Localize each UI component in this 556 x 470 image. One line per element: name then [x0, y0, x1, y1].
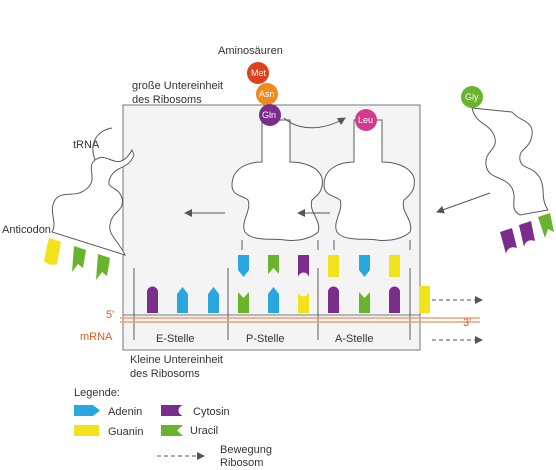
cytosine-base: [519, 221, 535, 247]
trna-incoming-arrow: [436, 192, 491, 214]
p-site-label: P-Stelle: [246, 333, 285, 345]
small-subunit-box: [122, 314, 421, 351]
asn-amino-acid: [256, 83, 278, 105]
asn-label: Asn: [259, 89, 275, 99]
a-site-label: A-Stelle: [335, 333, 374, 345]
guanine-base: [389, 255, 400, 277]
anticodon-incoming: [500, 213, 554, 254]
adenine-base: [208, 287, 219, 313]
leu-label: Leu: [358, 115, 373, 125]
small-subunit-label: des Ribosoms: [130, 368, 200, 380]
uracil-base: [96, 254, 110, 280]
cytosine-legend-icon: [161, 405, 183, 416]
uracil-legend-icon: [161, 425, 183, 436]
leu-amino-acid: [355, 109, 377, 131]
gly-amino-acid: [461, 86, 483, 108]
anticodon-a-site: [328, 255, 400, 277]
guanine-base: [328, 255, 339, 277]
uracil-legend-label: Uracil: [190, 425, 218, 437]
trna-label: tRNA: [73, 139, 100, 151]
uracil-base: [72, 246, 86, 272]
trna-exiting-arm: [92, 127, 113, 161]
adenine-base: [238, 255, 249, 277]
movement-legend-label: Bewegung: [220, 444, 272, 456]
adenine-legend-icon: [74, 405, 100, 416]
three-prime-label: 3': [463, 317, 471, 329]
met-amino-acid: [247, 62, 269, 84]
guanine-base: [298, 292, 309, 313]
legend-title: Legende:: [74, 387, 120, 399]
uracil-base: [238, 292, 249, 313]
cytosine-base: [147, 286, 158, 313]
trna-exiting: [51, 148, 135, 256]
e-site-label: E-Stelle: [156, 333, 195, 345]
anticodon-label: Anticodon: [2, 224, 51, 236]
guanine-base: [419, 286, 430, 313]
gln-label: Gln: [262, 110, 276, 120]
cytosine-base: [389, 286, 400, 313]
cytosine-base: [328, 286, 339, 313]
guanine-legend-icon: [74, 425, 99, 436]
gln-amino-acid: [259, 104, 281, 126]
met-label: Met: [251, 68, 267, 78]
guanine-base: [44, 238, 61, 265]
trna-p-site-stem: [241, 240, 319, 250]
uracil-base: [538, 213, 554, 238]
five-prime-label: 5': [106, 309, 114, 321]
trna-a-site: [323, 119, 415, 241]
amino-acids-label: Aminosäuren: [218, 45, 283, 57]
large-subunit-label: große Untereinheit: [132, 80, 223, 92]
movement-legend-label: Ribosom: [220, 457, 263, 469]
peptide-transfer-arrow: [283, 117, 346, 129]
mrna-codons: [147, 286, 430, 313]
cytosine-base: [298, 255, 309, 277]
uracil-base: [359, 292, 370, 313]
adenine-legend-label: Adenin: [108, 406, 142, 418]
adenine-base: [177, 287, 188, 313]
mrna-label: mRNA: [80, 331, 113, 343]
gly-label: Gly: [465, 92, 479, 102]
anticodon-exiting: [44, 238, 110, 280]
small-subunit-label: Kleine Untereinheit: [130, 354, 223, 366]
cytosine-legend-label: Cytosin: [193, 406, 230, 418]
adenine-base: [268, 287, 279, 313]
legend: Legende: Adenin Cytosin Guanin Uracil Be…: [74, 387, 272, 469]
anticodon-p-site: [238, 255, 309, 277]
uracil-base: [268, 255, 279, 274]
large-subunit-label: des Ribosoms: [132, 94, 202, 106]
trna-a-site-stem: [333, 240, 411, 250]
guanine-legend-label: Guanin: [108, 426, 143, 438]
cytosine-base: [500, 228, 517, 254]
adenine-base: [359, 255, 370, 277]
trna-incoming: [471, 107, 549, 216]
